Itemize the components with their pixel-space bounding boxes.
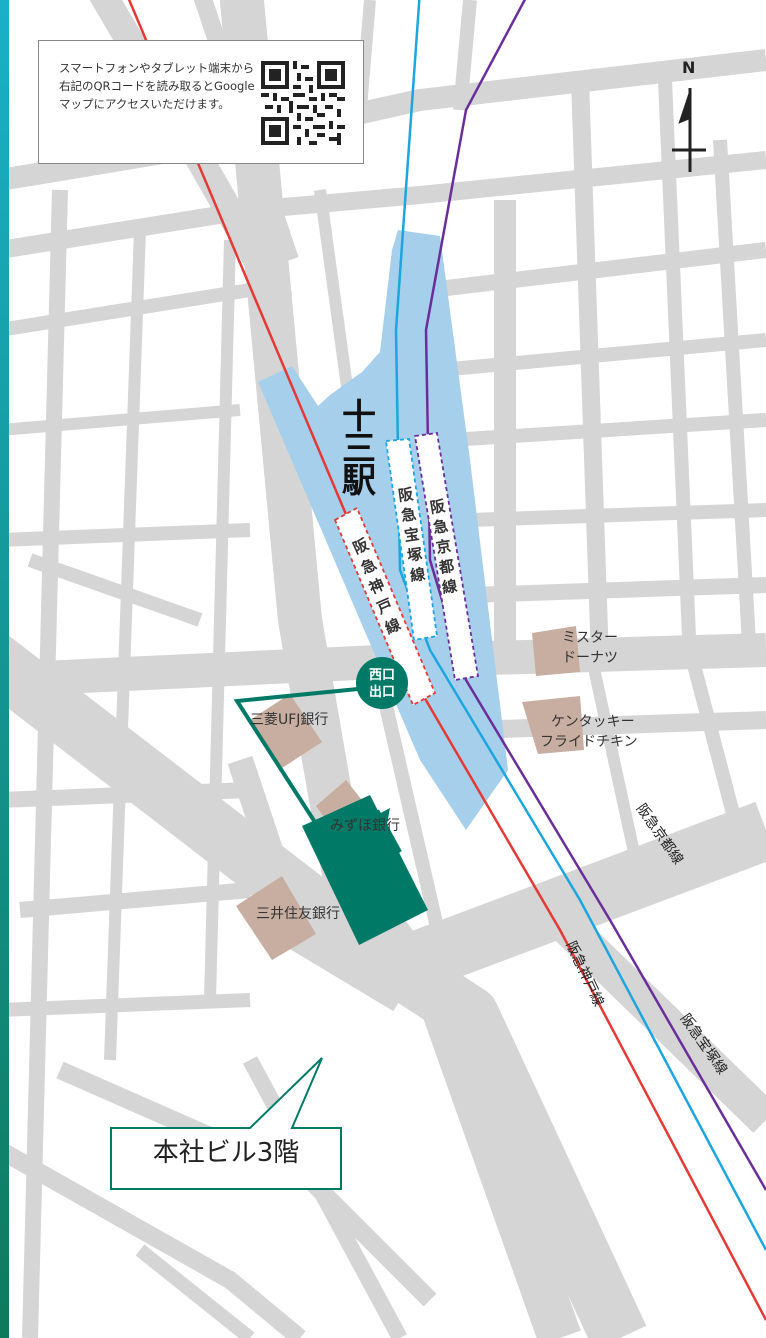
platform-char: 宝 [403,525,420,545]
station-name-char: 三 [342,429,376,469]
platform-char: 線 [409,565,426,585]
label-mister-donut-2: ドーナツ [562,650,618,666]
label-kfc-1: ケンタッキー [551,714,635,730]
label-mister-donut-1: ミスター [562,630,618,646]
station-area [258,230,508,830]
qr-info-box: スマートフォンやタブレット端末から右記のQRコードを読み取るとGoogleマップ… [38,40,364,164]
platform-takarazuka [384,438,439,642]
label-smbc: 三井住友銀行 [256,906,340,922]
route-arrowhead [364,808,390,830]
exit-label-2: 出口 [369,684,395,700]
platform-char: 阪 [397,485,415,505]
station-name-char: 十 [342,397,376,437]
platform-char: 都 [437,557,456,577]
left-accent-bar [0,0,9,1338]
platform-label-takarazuka: 阪 急 宝 塚 線 [397,485,426,585]
walking-route [233,687,402,854]
label-mufg: 三菱UFJ銀行 [250,712,328,728]
platform-char: 戸 [374,595,395,618]
platform-char: 急 [432,517,450,537]
destination-building [302,795,428,945]
kyoto-rail-line [424,0,766,1191]
platform-char: 京 [435,537,453,557]
platform-char: 急 [400,505,417,525]
platform-char: 神 [366,575,387,598]
station-name-char: 駅 [342,461,376,501]
platform-char: 急 [358,555,379,578]
qr-code-icon[interactable] [261,61,345,145]
platform-kyoto [413,431,480,682]
north-arrow [672,88,706,172]
qr-caption: スマートフォンやタブレット端末から右記のQRコードを読み取るとGoogleマップ… [59,61,255,111]
platform-kobe [333,506,437,707]
label-mizuho: みずほ銀行 [330,818,400,834]
platform-char: 阪 [429,497,448,517]
platform-char: 塚 [406,545,423,565]
platform-char: 線 [441,577,459,597]
destination-label: 本社ビル3階 [152,1138,300,1168]
platform-label-kyoto: 阪 急 京 都 線 [429,497,459,597]
platforms [333,431,480,707]
west-exit-badge: 西口 出口 [356,657,408,709]
destination-callout [110,1057,342,1190]
kobe-rail-line [127,0,766,1321]
label-kfc-2: フライドチキン [540,734,638,750]
station-name: 十 三 駅 [342,397,376,501]
platform-char: 線 [382,615,403,638]
exit-label-1: 西口 [369,668,395,683]
north-label: N [682,58,696,77]
